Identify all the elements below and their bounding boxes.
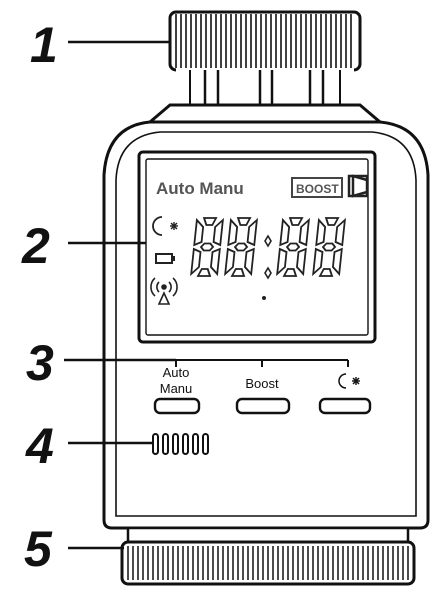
callout-4: 4 <box>25 418 152 474</box>
lcd-segment <box>233 242 249 252</box>
device-body-inner-outline <box>115 131 417 517</box>
callout-number-4: 4 <box>25 418 54 474</box>
lcd-segment <box>276 247 288 277</box>
lcd-segment <box>243 247 255 277</box>
lcd-segment <box>318 268 334 277</box>
auto-manu-button[interactable] <box>153 397 201 415</box>
battery-icon <box>155 253 175 264</box>
lcd-segment <box>334 217 347 247</box>
lcd-segment <box>321 242 337 252</box>
lcd-segment <box>285 242 301 252</box>
lcd-segment <box>199 242 215 252</box>
day-night-button[interactable] <box>318 397 372 415</box>
mode-indicator-text: Auto Manu <box>156 179 244 198</box>
callout-number-3: 3 <box>26 335 54 391</box>
lcd-segment <box>279 217 291 247</box>
callout-1: 1 <box>30 17 170 73</box>
boost-button[interactable] <box>235 397 291 415</box>
top-adjustment-knob <box>145 10 385 124</box>
callout-number-5: 5 <box>24 521 53 577</box>
lcd-segment <box>193 217 205 247</box>
button-panel: Auto Manu Boost <box>153 359 372 415</box>
lcd-segment <box>227 217 239 247</box>
vent-slots <box>152 433 209 455</box>
boost-indicator-text: BOOST <box>296 182 339 196</box>
open-window-icon <box>347 174 369 198</box>
lcd-segment <box>295 247 307 277</box>
auto-manu-label-line1: Auto <box>163 365 190 380</box>
lcd-segment <box>209 247 221 277</box>
callout-number-2: 2 <box>21 218 50 274</box>
wireless-signal-icon <box>150 277 178 305</box>
boost-indicator-box <box>291 177 343 198</box>
lcd-segment <box>224 247 236 277</box>
lcd-segment <box>288 217 304 226</box>
lcd-segment <box>202 217 218 226</box>
lcd-segment <box>331 247 343 277</box>
lcd-segment <box>236 217 252 226</box>
lcd-segment <box>298 217 311 247</box>
auto-manu-label-line2: Manu <box>160 381 193 396</box>
lcd-display: Auto Manu BOOST <box>137 150 377 344</box>
lcd-digit <box>190 217 225 277</box>
lcd-segment <box>196 268 212 277</box>
callout-5: 5 <box>24 521 124 577</box>
callout-number-1: 1 <box>30 17 58 73</box>
lcd-segment <box>230 268 246 277</box>
callout-3: 3 <box>26 335 176 391</box>
lcd-segment <box>212 217 225 247</box>
lcd-segment <box>190 247 202 277</box>
lcd-segment <box>324 217 340 226</box>
lcd-digit <box>224 217 259 277</box>
boost-label: Boost <box>245 376 279 391</box>
lcd-segment <box>312 247 324 277</box>
callout-2: 2 <box>21 218 146 274</box>
bottom-mounting-ring <box>120 526 416 586</box>
lcd-segment <box>315 217 327 247</box>
lcd-segment <box>246 217 259 247</box>
day-night-button-icon <box>338 373 360 389</box>
lcd-digit <box>276 217 311 277</box>
lcd-digit <box>312 217 347 277</box>
seven-segment-digits <box>190 217 347 277</box>
moon-sun-icon <box>152 216 178 236</box>
colon-separator <box>262 234 272 300</box>
lcd-segment <box>282 268 298 277</box>
